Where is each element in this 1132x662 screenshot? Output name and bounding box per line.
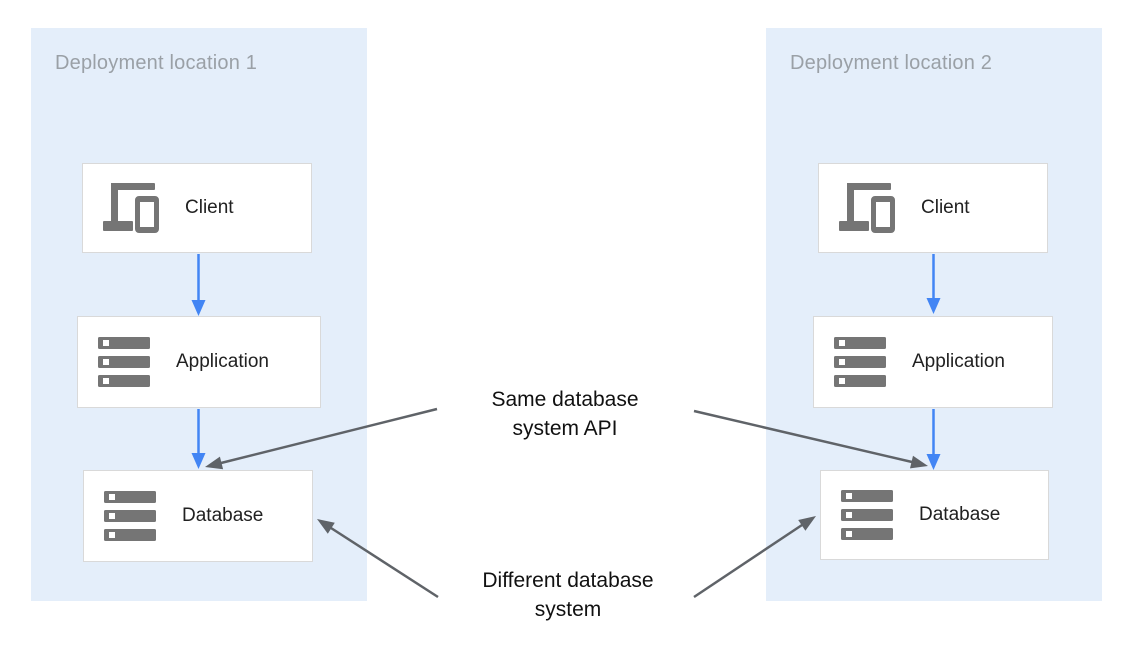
annotation-line: Same database bbox=[491, 388, 639, 411]
annotation-different-database-system: Different database system bbox=[438, 566, 698, 624]
application-node: Application bbox=[77, 316, 321, 408]
client-node: Client bbox=[82, 163, 312, 253]
deployment-panel-1: Deployment location 1 Client bbox=[31, 28, 367, 601]
database-node: Database bbox=[83, 470, 313, 562]
storage-icon bbox=[834, 337, 886, 387]
node-label: Application bbox=[176, 351, 269, 372]
annotation-line: system API bbox=[512, 417, 618, 440]
node-label: Client bbox=[185, 197, 234, 218]
client-node: Client bbox=[818, 163, 1048, 253]
node-label: Application bbox=[912, 351, 1005, 372]
storage-icon bbox=[104, 491, 156, 541]
application-node: Application bbox=[813, 316, 1053, 408]
annotation-same-database-system-api: Same database system API bbox=[435, 385, 695, 443]
panel-title: Deployment location 1 bbox=[55, 52, 258, 74]
annotation-line: system bbox=[534, 598, 602, 621]
storage-icon bbox=[98, 337, 150, 387]
devices-icon bbox=[103, 183, 159, 233]
storage-icon bbox=[841, 490, 893, 540]
devices-icon bbox=[839, 183, 895, 233]
deployment-panel-2: Deployment location 2 Client bbox=[766, 28, 1102, 601]
annotation-line: Different database bbox=[482, 569, 654, 592]
panel-title: Deployment location 2 bbox=[790, 52, 993, 74]
node-label: Client bbox=[921, 197, 970, 218]
node-label: Database bbox=[182, 505, 264, 526]
database-node: Database bbox=[820, 470, 1049, 560]
node-label: Database bbox=[919, 504, 1001, 525]
